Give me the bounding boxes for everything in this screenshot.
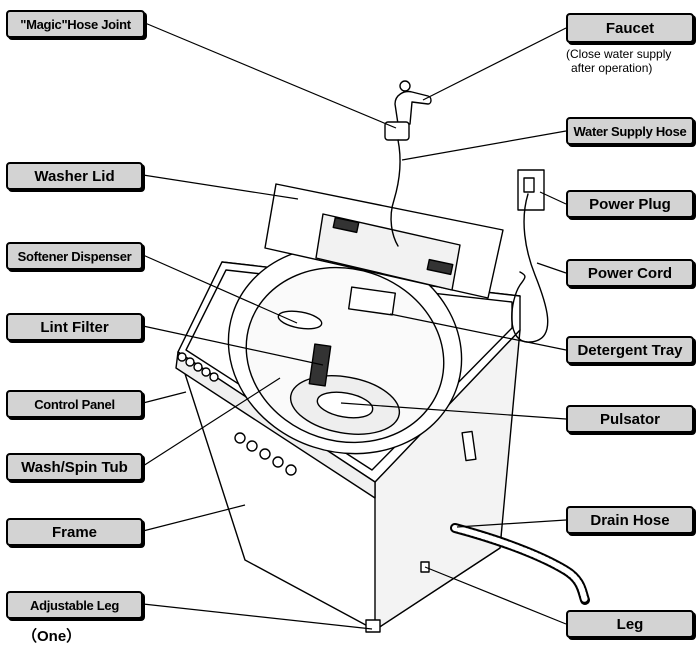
power-cord-shape <box>511 193 549 343</box>
faucet-label: Faucet <box>566 13 694 43</box>
adjustable-leg-shape <box>365 619 381 633</box>
faucet-note-line1: (Close water supply <box>566 47 672 61</box>
faucet-note-line2: after operation) <box>571 61 653 75</box>
wash-spin-tub-label: Wash/Spin Tub <box>6 453 143 481</box>
adjustable-leg-note: （One） <box>22 628 82 645</box>
adjustable-leg-label: Adjustable Leg <box>6 591 143 619</box>
power-plug-label: Power Plug <box>566 190 694 218</box>
detergent-tray-label: Detergent Tray <box>566 336 694 364</box>
magic-hose-joint-label: "Magic"Hose Joint <box>6 10 145 38</box>
pulsator-label: Pulsator <box>566 405 694 433</box>
washer-lid-label: Washer Lid <box>6 162 143 190</box>
detergent-tray-shape <box>347 286 397 316</box>
lint-filter-label: Lint Filter <box>6 313 143 341</box>
softener-dispenser-label: Softener Dispenser <box>6 242 143 270</box>
water-supply-hose-shape <box>390 139 401 247</box>
leg-label: Leg <box>566 610 694 638</box>
drain-hose-label: Drain Hose <box>566 506 694 534</box>
power-plug-shape <box>517 169 545 211</box>
water-supply-hose-label: Water Supply Hose <box>566 117 694 145</box>
frame-label: Frame <box>6 518 143 546</box>
faucet-shape <box>394 90 432 125</box>
lint-filter-shape <box>308 343 332 387</box>
power-cord-label: Power Cord <box>566 259 694 287</box>
control-panel-label: Control Panel <box>6 390 143 418</box>
